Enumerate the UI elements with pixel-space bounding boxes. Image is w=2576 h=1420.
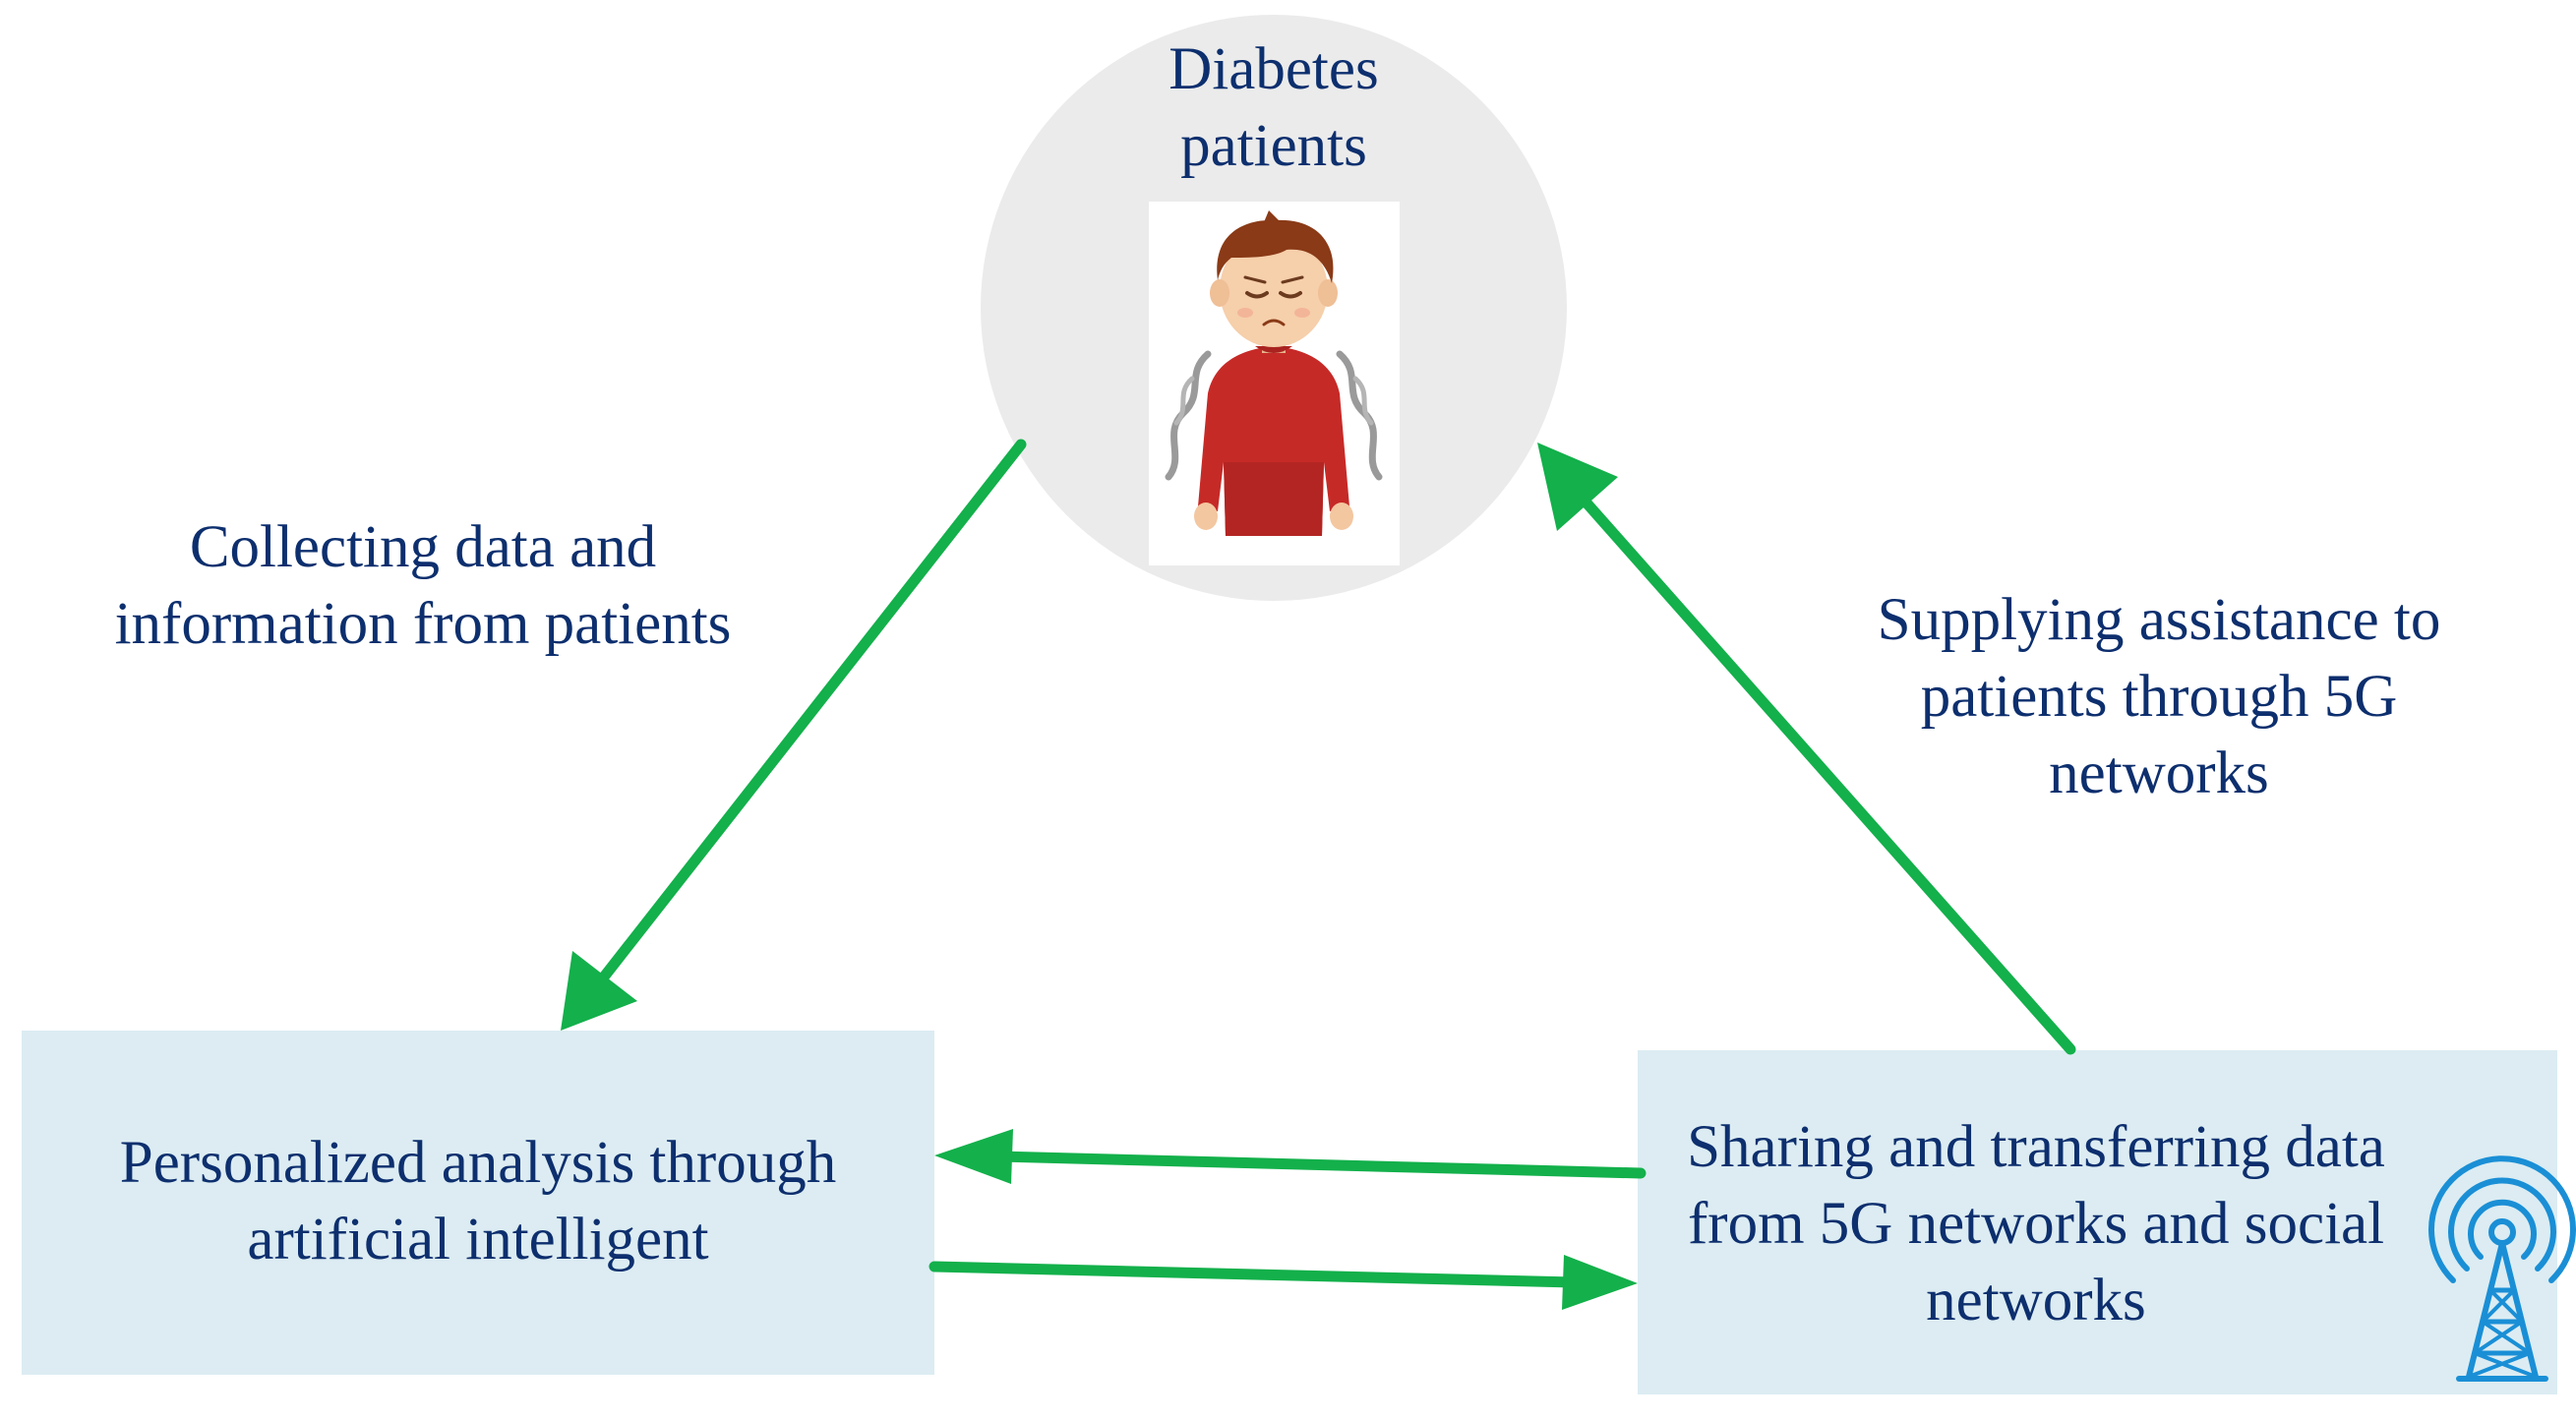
- sharing-label: Sharing and transferring data from 5G ne…: [1687, 1114, 2385, 1333]
- analysis-label: Personalized analysis through artificial…: [119, 1130, 837, 1272]
- analysis-box: Personalized analysis through artificial…: [22, 1031, 934, 1375]
- sick-patient-illustration: [1149, 202, 1400, 565]
- collecting-edge-label: Collecting data and information from pat…: [114, 514, 732, 657]
- supplying-arrow: [1537, 443, 2076, 1055]
- analysis-to-sharing-arrow: [929, 1255, 1638, 1310]
- supplying-edge-label: Supplying assistance to patients through…: [1877, 587, 2441, 806]
- collecting-arrow: [561, 439, 1027, 1031]
- sharing-box: Sharing and transferring data from 5G ne…: [1638, 1050, 2557, 1394]
- patients-label: Diabetes patients: [1168, 36, 1379, 179]
- sharing-to-analysis-arrow: [934, 1129, 1647, 1184]
- antenna-tower-icon: [2428, 1155, 2576, 1382]
